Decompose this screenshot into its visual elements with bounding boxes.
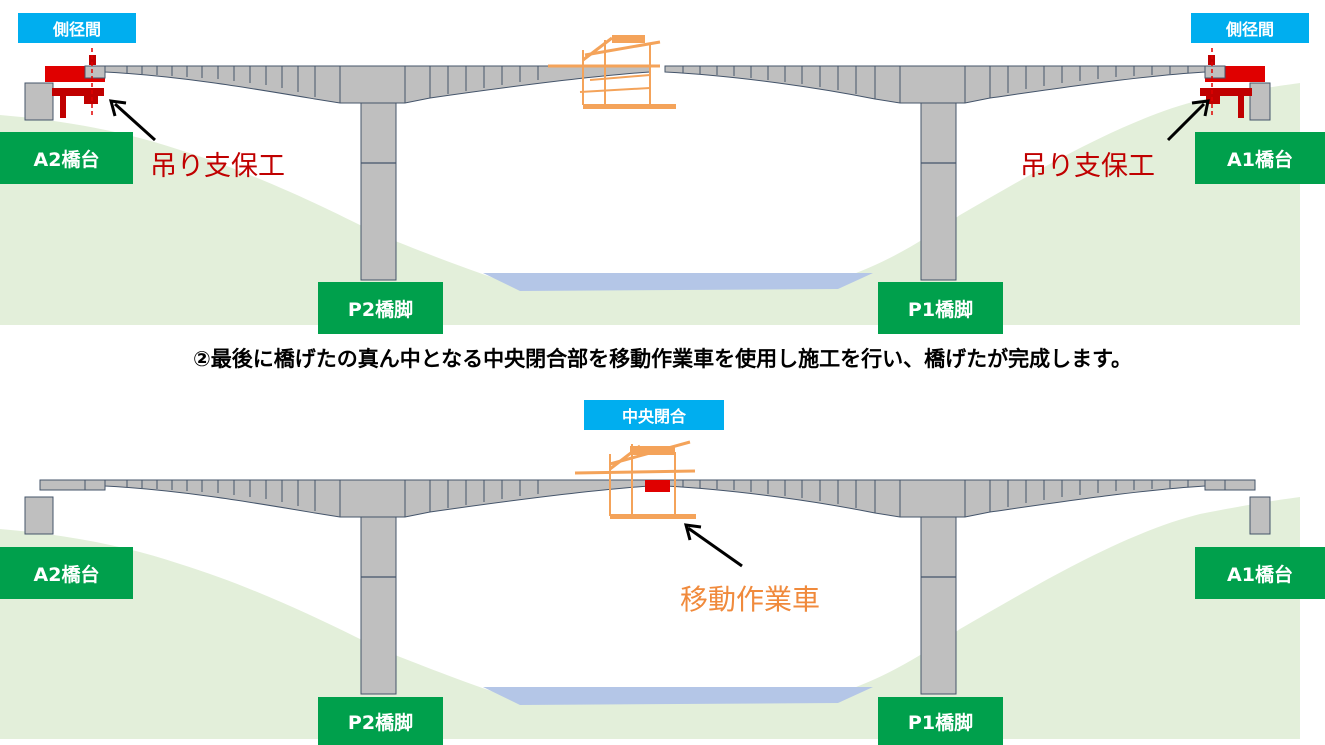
top-panel	[0, 35, 1301, 326]
center-closure-label: 中央閉合	[584, 400, 724, 430]
a2-abutment-label: A2橋台	[0, 132, 133, 184]
bottom-traveler	[574, 440, 696, 519]
a2-abutment-label-bottom: A2橋台	[0, 547, 133, 599]
left-hanging-support	[52, 55, 104, 118]
p2-pier-label: P2橋脚	[318, 282, 443, 334]
p2-pier-label-bottom: P2橋脚	[318, 697, 443, 745]
step-caption: ②最後に橋げたの真ん中となる中央閉合部を移動作業車を使用し施工を行い、橋げたが完…	[192, 347, 1133, 371]
p1-pier-label: P1橋脚	[878, 282, 1003, 334]
a1-abutment-label-bottom: A1橋台	[1195, 547, 1325, 599]
hanging-support-right-label: 吊り支保工	[1020, 151, 1155, 182]
hanging-support-left-label: 吊り支保工	[150, 151, 285, 182]
center-closure-segment	[645, 480, 670, 492]
p1-pier-label-bottom: P1橋脚	[878, 697, 1003, 745]
bottom-panel	[0, 440, 1301, 740]
traveler-label: 移動作業車	[680, 583, 821, 616]
side-span-right-label: 側径間	[1191, 13, 1309, 43]
top-traveler	[548, 35, 676, 109]
side-span-left-label: 側径間	[18, 13, 136, 43]
a1-abutment-label: A1橋台	[1195, 132, 1325, 184]
